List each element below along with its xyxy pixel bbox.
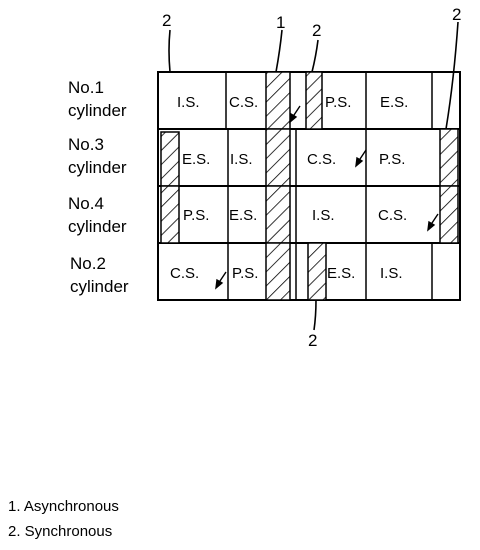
injection-arrows — [215, 105, 439, 290]
legend-item-asynchronous: 1. Asynchronous — [8, 498, 119, 515]
stroke-label: E.S. — [229, 207, 257, 224]
sync-band — [439, 128, 459, 187]
stroke-label: E.S. — [327, 265, 355, 282]
stroke-label: P.S. — [325, 94, 351, 111]
callout-sync-label: 2 — [312, 21, 321, 40]
stroke-label: I.S. — [312, 207, 335, 224]
callout-async-label: 1 — [276, 13, 285, 32]
legend-item-synchronous: 2. Synchronous — [8, 523, 113, 540]
sync-band — [307, 242, 327, 301]
async-band — [265, 128, 291, 187]
async-band — [265, 185, 291, 244]
svg-text:No.1: No.1 — [68, 78, 104, 97]
sync-band — [160, 131, 180, 187]
callout-sync-label: 2 — [308, 331, 317, 350]
row-no2: C.S. P.S. E.S. I.S. — [170, 242, 433, 301]
callout-sync-label: 2 — [162, 11, 171, 30]
svg-text:No.2: No.2 — [70, 254, 106, 273]
async-band — [265, 242, 291, 301]
row-label-no4: No.4 cylinder — [68, 194, 127, 236]
stroke-label: E.S. — [380, 94, 408, 111]
stroke-label: P.S. — [183, 207, 209, 224]
stroke-label: P.S. — [379, 151, 405, 168]
sync-band — [305, 71, 323, 130]
stroke-label: C.S. — [378, 207, 407, 224]
row-no4: P.S. E.S. I.S. C.S. — [160, 185, 459, 244]
row-label-no2: No.2 cylinder — [70, 254, 129, 296]
svg-text:cylinder: cylinder — [68, 217, 127, 236]
row-label-no1: No.1 cylinder — [68, 78, 127, 120]
stroke-label: C.S. — [307, 151, 336, 168]
sync-band — [160, 185, 180, 244]
async-band — [265, 71, 291, 130]
svg-text:cylinder: cylinder — [70, 277, 129, 296]
row-no1: I.S. C.S. P.S. E.S. — [177, 71, 433, 130]
stroke-label: C.S. — [229, 94, 258, 111]
callout-leaders — [168, 21, 459, 331]
stroke-label: I.S. — [230, 151, 253, 168]
svg-text:No.3: No.3 — [68, 135, 104, 154]
svg-text:cylinder: cylinder — [68, 158, 127, 177]
stroke-label: I.S. — [380, 265, 403, 282]
stroke-label: I.S. — [177, 94, 200, 111]
sync-band — [439, 185, 459, 244]
row-label-no3: No.3 cylinder — [68, 135, 127, 177]
svg-text:No.4: No.4 — [68, 194, 104, 213]
stroke-label: P.S. — [232, 265, 258, 282]
callout-sync-label: 2 — [452, 5, 461, 24]
stroke-label: C.S. — [170, 265, 199, 282]
stroke-label: E.S. — [182, 151, 210, 168]
svg-text:cylinder: cylinder — [68, 101, 127, 120]
row-no3: E.S. I.S. C.S. P.S. — [160, 128, 459, 187]
